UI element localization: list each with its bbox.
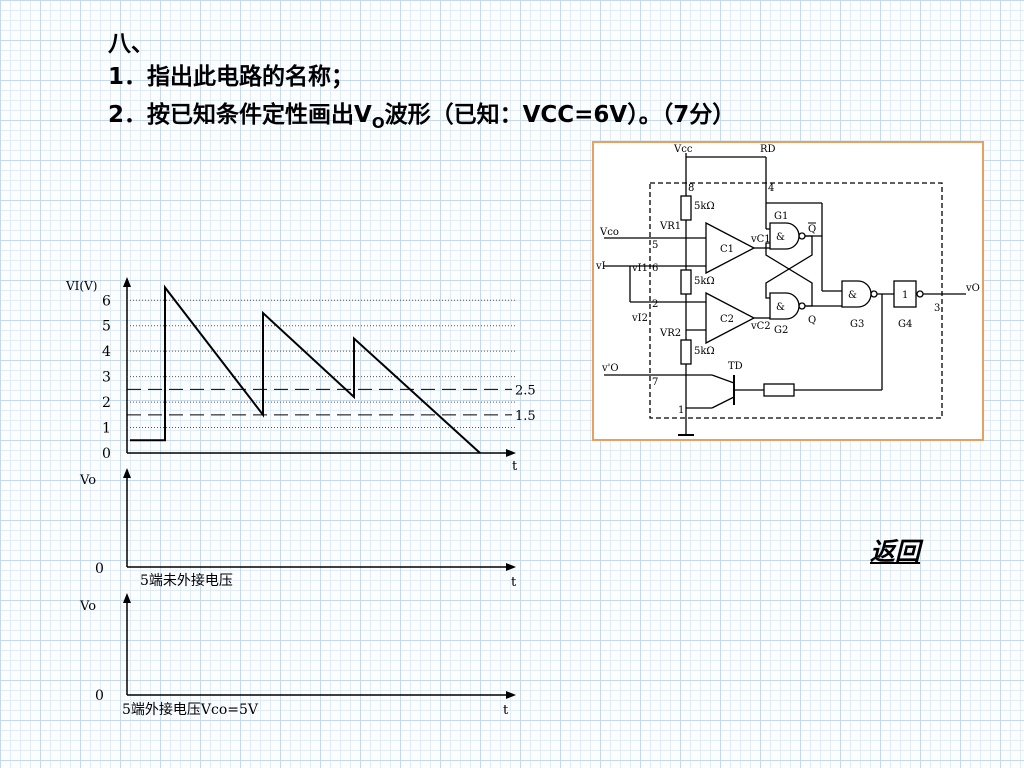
resistor-2 — [680, 269, 692, 295]
vi2-label: vI2 — [631, 313, 648, 324]
vcc-label: Vcc — [673, 144, 693, 155]
vo1-origin-label: 0 — [95, 561, 104, 577]
vo1-x-label: t — [511, 575, 517, 590]
vo1-y-label: Vo — [79, 473, 96, 488]
question-item-1: 1．指出此电路的名称； — [108, 64, 355, 90]
g1-symbol: & — [776, 232, 785, 243]
vi-chart: 2.5 1.5 6 5 4 3 2 1 0 VI(V) t — [65, 277, 536, 474]
vi-x-label: t — [512, 459, 518, 474]
r1-label: 5kΩ — [694, 201, 715, 212]
vi-y-label: VI(V) — [65, 279, 97, 293]
vi-tick-labels: 6 5 4 3 2 1 0 — [102, 293, 111, 462]
g3-bubble-icon — [870, 290, 878, 298]
circuit-svg: Vcc RD 5kΩ 5kΩ 5kΩ Vco VR1 VR2 vI vI1 vI… — [595, 144, 980, 436]
comparator-c2 — [705, 291, 756, 345]
qbar-label: Q — [808, 224, 816, 235]
vi-label: vI — [595, 261, 606, 272]
c1-label: C1 — [720, 244, 734, 255]
g2-bubble-icon — [798, 302, 806, 310]
cross-wire-1 — [765, 235, 813, 299]
vo-chart-1: Vo 0 5端未外接电压 t — [79, 468, 517, 590]
vo2-x-label: t — [503, 703, 509, 718]
vo1-y-arrow-icon — [123, 468, 131, 478]
td-label: TD — [728, 361, 743, 372]
vr2-label: VR2 — [659, 328, 681, 339]
vo2-x-arrow-icon — [506, 691, 516, 699]
base-resistor — [763, 383, 795, 397]
vi-y-tick-label: 3 — [102, 370, 111, 386]
vi-y-tick-label: 1 — [102, 421, 111, 437]
circuit-diagram-555-timer: Vcc RD 5kΩ 5kΩ 5kΩ Vco VR1 VR2 vI vI1 vI… — [592, 141, 984, 441]
comparator-c1 — [705, 221, 756, 275]
vi-y-tick-label: 4 — [102, 344, 111, 360]
pin-7-label: 7 — [652, 377, 658, 388]
pin-1-label: 1 — [678, 405, 684, 416]
vc2-label: vC2 — [750, 321, 771, 332]
chip-boundary — [649, 182, 943, 419]
pin-4-label: 4 — [768, 183, 774, 194]
vo2-y-arrow-icon — [123, 593, 131, 603]
c2-label: C2 — [720, 314, 734, 325]
q-label: Q — [808, 315, 816, 326]
vo2-caption: 5端外接电压Vco=5V — [122, 701, 259, 718]
g4-label: G4 — [898, 319, 912, 330]
g1-label: G1 — [774, 211, 788, 222]
g2-symbol: & — [776, 302, 785, 313]
vo2-origin-label: 0 — [95, 688, 104, 704]
pin-2-label: 2 — [652, 299, 658, 310]
vi-y-tick-label: 2 — [102, 395, 111, 411]
back-link[interactable]: 返回 — [870, 537, 921, 566]
r2-label: 5kΩ — [694, 276, 715, 287]
vi-threshold-lines: 2.5 1.5 — [127, 383, 536, 424]
question-item-2-prefix: 2．按已知条件定性画出V — [108, 102, 372, 128]
pin-6-label: 6 — [652, 263, 658, 274]
resistor-1 — [680, 195, 692, 221]
vi-y-tick-label: 6 — [102, 293, 111, 309]
question-item-2-suffix: 波形（已知：VCC=6V）。（7分） — [384, 102, 736, 128]
vi-gridlines — [127, 299, 515, 429]
vi-threshold-label: 1.5 — [515, 409, 536, 424]
vi-y-tick-label: 5 — [102, 319, 111, 335]
vi-x-arrow-icon — [506, 449, 516, 457]
pin-5-label: 5 — [652, 240, 658, 251]
question-item-2-subscript: O — [371, 114, 385, 132]
g2-label: G2 — [774, 325, 788, 336]
vo-chart-2: Vo 0 5端外接电压Vco=5V t — [79, 593, 516, 718]
vi-y-tick-label: 0 — [102, 446, 111, 462]
r3-label: 5kΩ — [694, 346, 715, 357]
question-item-2: 2．按已知条件定性画出VO波形（已知：VCC=6V）。（7分） — [108, 101, 735, 137]
vi1-label: vI1 — [631, 263, 648, 274]
vo1-caption: 5端未外接电压 — [140, 572, 233, 589]
vco-label: Vco — [599, 227, 619, 238]
vo2-y-label: Vo — [79, 599, 96, 614]
vr1-label: VR1 — [659, 221, 681, 232]
td-emitter — [711, 396, 735, 409]
pin-3-label: 3 — [934, 303, 940, 314]
g4-bubble-icon — [916, 290, 924, 298]
vi-y-arrow-icon — [123, 277, 131, 287]
vo-prime-label: v'O — [601, 363, 619, 374]
rd-label: RD — [760, 144, 776, 155]
g3-symbol: & — [848, 290, 857, 301]
vo-label: vO — [965, 283, 980, 294]
g4-symbol: 1 — [902, 290, 908, 301]
pin-8-label: 8 — [688, 183, 694, 194]
td-collector — [711, 374, 735, 384]
g3-label: G3 — [850, 319, 864, 330]
vo1-x-arrow-icon — [506, 563, 516, 571]
g1-bubble-icon — [798, 232, 806, 240]
resistor-3 — [680, 339, 692, 365]
vc1-label: vC1 — [750, 234, 771, 245]
cross-wire-2 — [765, 242, 813, 307]
vi-waveform — [130, 284, 481, 454]
vi-threshold-label: 2.5 — [515, 383, 536, 398]
gate-g4 — [893, 280, 917, 308]
question-heading: 八、 — [108, 31, 154, 57]
